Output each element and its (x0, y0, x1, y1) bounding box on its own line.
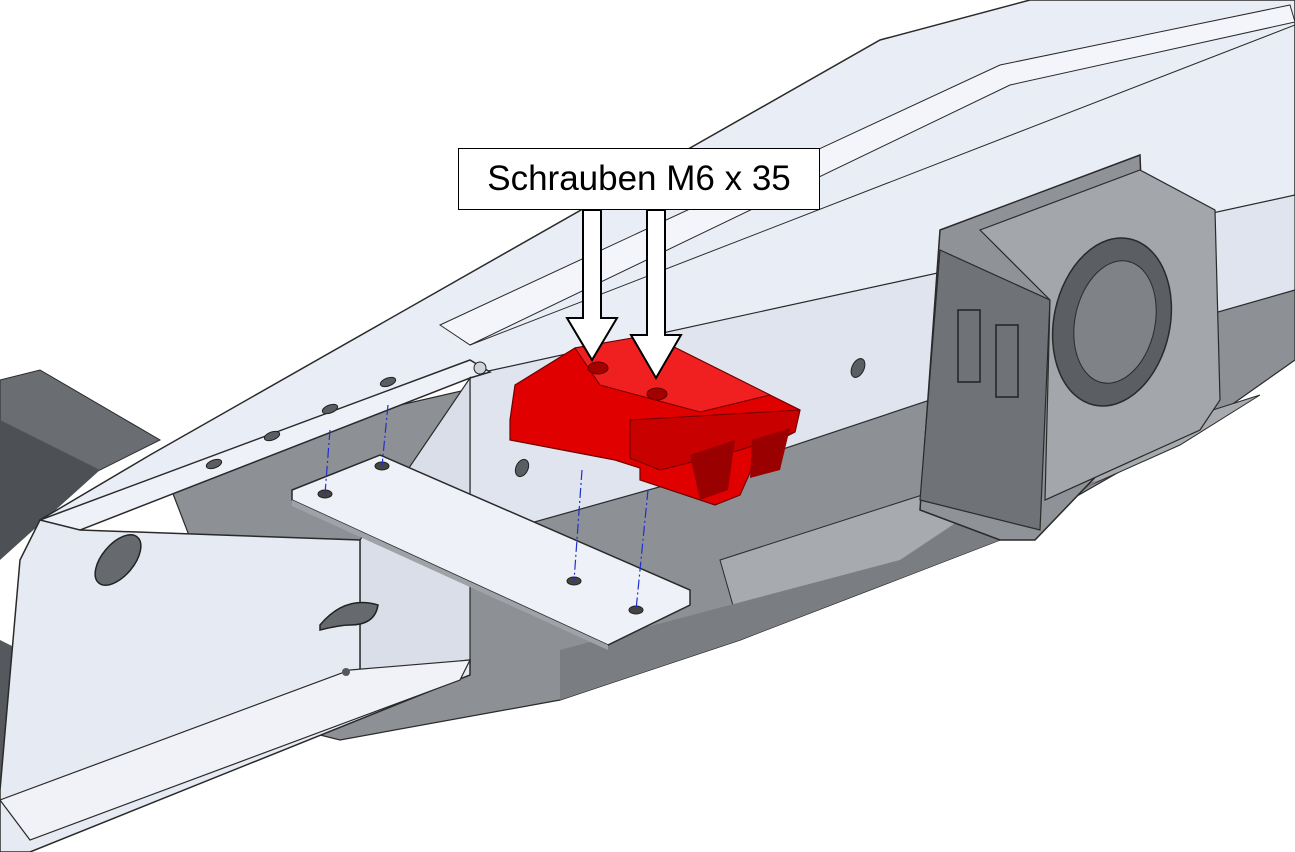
alignment-lines (324, 404, 649, 611)
flange-hole (379, 376, 397, 388)
flange-hole (263, 430, 281, 442)
arrow-down-right (629, 209, 683, 380)
bracket-slot (957, 309, 981, 383)
rail-hole (850, 358, 866, 378)
flange-hole (321, 403, 339, 415)
rail-hole (514, 458, 530, 478)
cable-gland-bracket (919, 153, 1221, 541)
frame-notch (319, 601, 379, 631)
mounting-plate (291, 454, 691, 650)
frame-slot (94, 534, 142, 586)
flange-hole (205, 458, 223, 470)
connector (509, 334, 801, 506)
callout-label: Schrauben M6 x 35 (458, 148, 820, 210)
arrow-down-left (565, 209, 619, 362)
bracket-slot (995, 324, 1019, 398)
callout-arrows (565, 209, 683, 380)
